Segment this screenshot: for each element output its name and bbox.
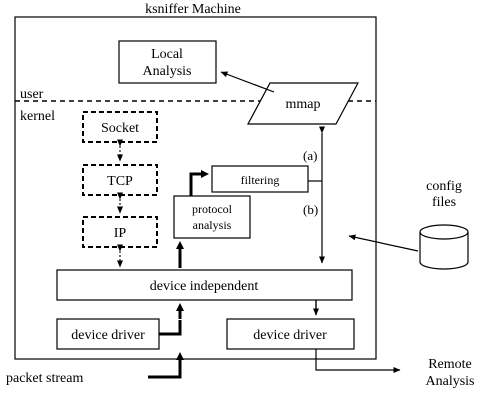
packet-stream-label: packet stream (6, 371, 83, 386)
config-files-label-line2: files (432, 195, 456, 210)
device-driver-right-box (226, 318, 355, 350)
path-b-label: (b) (303, 202, 318, 217)
protocol-analysis-box (173, 195, 251, 239)
user-region-label: user (20, 87, 44, 102)
device-driver-right-label: device driver (253, 328, 327, 343)
local-analysis-label-line2: Analysis (143, 64, 192, 79)
protocol-analysis-label-line1: protocol (192, 202, 233, 216)
protocol-analysis-label-line2: analysis (193, 218, 232, 232)
config-to-machine-arrow (348, 234, 419, 252)
local-analysis-box (118, 40, 217, 84)
device-driver-left-box (56, 318, 160, 350)
mmap-to-local-analysis-arrow (220, 71, 275, 93)
path-a-label: (a) (303, 148, 317, 163)
tcp-label: TCP (107, 174, 133, 189)
config-files-label-line1: config (426, 179, 462, 194)
mmap-label: mmap (286, 97, 321, 112)
device-independent-box (56, 269, 353, 301)
socket-box (82, 111, 158, 143)
driver-left-riser (159, 320, 182, 336)
device-driver-left-label: device driver (71, 328, 145, 343)
packet-stream-arrow (148, 352, 184, 379)
mmap-box (246, 82, 360, 125)
device-independent-label: device independent (150, 279, 259, 294)
ip-label: IP (114, 226, 127, 241)
remote-analysis-label-line1: Remote (428, 357, 472, 372)
filtering-box (211, 165, 309, 193)
local-analysis-label-line1: Local (151, 47, 183, 62)
remote-analysis-label-line2: Analysis (426, 374, 475, 389)
config-files-icon (419, 224, 469, 270)
machine-title: ksniffer Machine (145, 2, 241, 17)
kernel-region-label: kernel (20, 109, 55, 124)
machine-frame (14, 16, 377, 360)
socket-label: Socket (101, 121, 139, 136)
filtering-label: filtering (241, 173, 280, 187)
protocol-to-filtering-arrow (189, 170, 209, 196)
driver-right-to-remote-arrow (315, 349, 401, 373)
